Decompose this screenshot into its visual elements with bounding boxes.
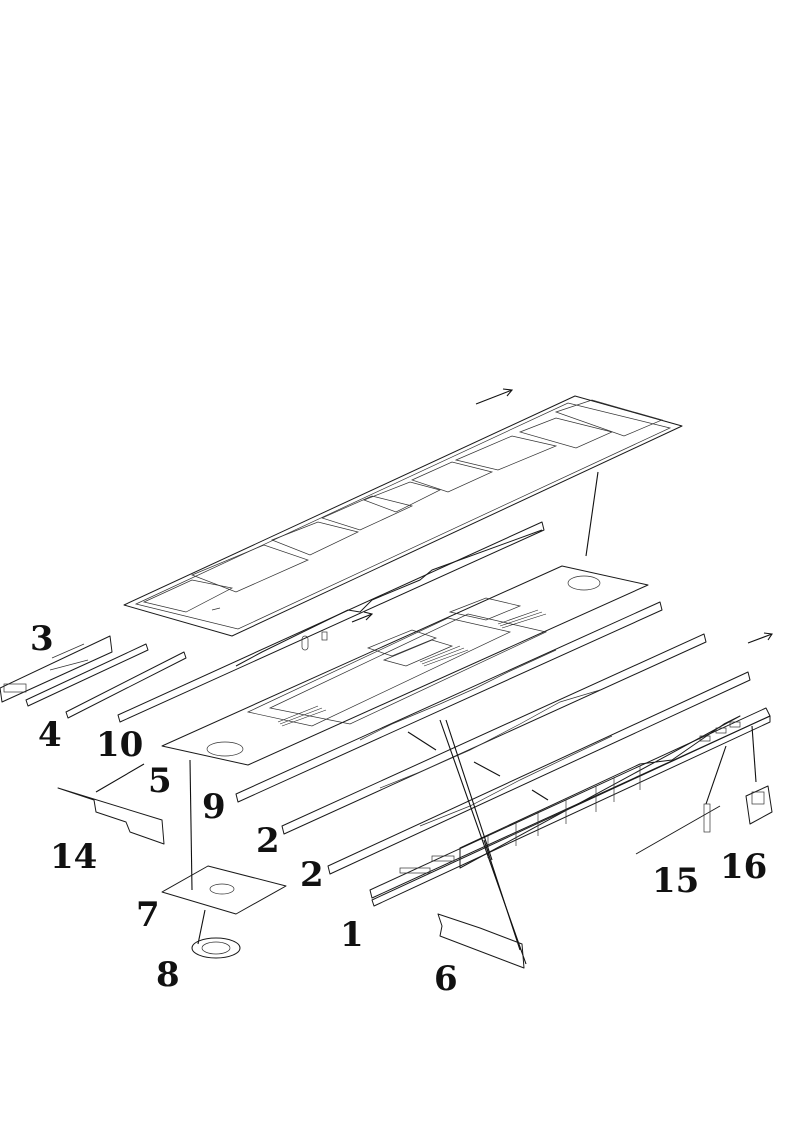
floor-deck-9 <box>161 565 649 766</box>
rod-15 <box>635 745 727 855</box>
direction-arrow-right <box>747 632 773 644</box>
label-part-1: 1 <box>340 915 364 955</box>
ring-8 <box>191 937 241 959</box>
label-part-16: 16 <box>720 847 767 887</box>
plate-6 <box>437 913 525 969</box>
label-part-4: 4 <box>38 715 62 755</box>
label-part-14: 14 <box>50 837 97 877</box>
label-part-7: 7 <box>136 895 160 935</box>
direction-arrow-top <box>475 388 514 405</box>
label-part-3: 3 <box>30 619 54 659</box>
roof-panel <box>123 395 683 637</box>
plate-7 <box>161 865 287 945</box>
label-part-2b: 2 <box>300 855 324 895</box>
label-part-6: 6 <box>434 959 458 999</box>
label-part-5: 5 <box>148 761 172 801</box>
leader-5 <box>95 763 145 793</box>
leader-6-c <box>483 839 521 951</box>
sill-rail-2a <box>281 633 707 835</box>
strip-4 <box>25 643 149 707</box>
label-part-2a: 2 <box>256 821 280 861</box>
label-part-9: 9 <box>202 787 226 827</box>
label-part-10: 10 <box>96 725 143 765</box>
end-piece-3 <box>0 635 113 703</box>
strip-long <box>65 651 187 719</box>
underframe-side-1 <box>369 707 771 907</box>
leader-center-a <box>407 731 437 751</box>
leader-center-b <box>473 761 501 777</box>
side-strip-10 <box>117 521 545 723</box>
leader-6-b <box>445 719 493 861</box>
plate-14 <box>57 763 165 845</box>
bracket-16 <box>745 725 773 825</box>
label-part-15: 15 <box>652 861 699 901</box>
sill-rail-top <box>235 601 663 803</box>
leader-roof <box>585 471 599 557</box>
leader-8 <box>197 909 206 945</box>
sill-rail-2b <box>327 671 751 875</box>
leader-9 <box>189 759 193 891</box>
leader-center-c <box>531 789 549 801</box>
label-part-8: 8 <box>156 955 180 995</box>
